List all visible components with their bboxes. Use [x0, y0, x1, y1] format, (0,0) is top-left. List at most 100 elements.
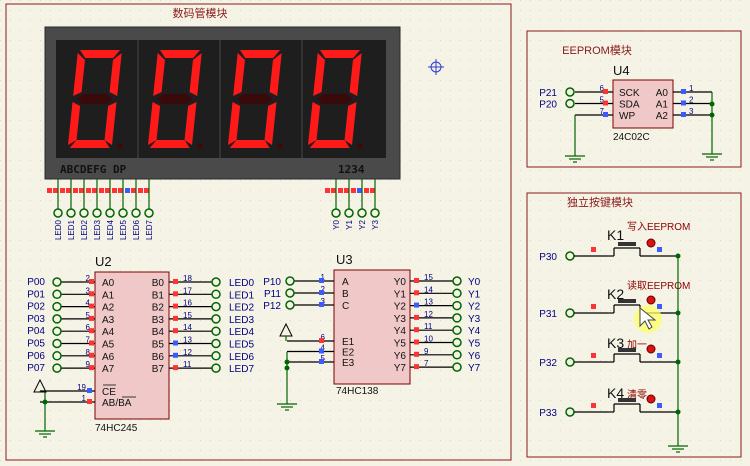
u3-pin-name: Y1 [394, 289, 407, 300]
u4-net: P20 [539, 100, 557, 111]
terminal [52, 338, 62, 349]
segment-f [73, 53, 85, 96]
pin-state [603, 112, 608, 117]
pin-state [125, 188, 130, 193]
key-net-label: P33 [539, 408, 557, 419]
pin-state [89, 279, 94, 284]
pin-state [319, 348, 324, 354]
u2-output-net: LED5 [229, 340, 254, 351]
pin-state [173, 365, 178, 371]
segment-d [69, 140, 110, 148]
pin-state [319, 338, 324, 343]
u2-pin-name: A0 [102, 278, 115, 289]
pin-state [138, 188, 143, 193]
pin-state [53, 188, 58, 193]
terminal [370, 208, 380, 218]
pin-state [319, 302, 324, 307]
key-plunger [618, 299, 636, 303]
segment-g [76, 94, 113, 104]
u2-pin-num: 5 [86, 311, 91, 320]
u2-pin-num: 9 [86, 360, 91, 369]
terminal [565, 87, 575, 97]
terminal [211, 301, 221, 312]
u3-output-net: Y7 [468, 363, 481, 374]
seg-led-label: LED0 [54, 219, 63, 240]
u2-input-net: P03 [27, 314, 45, 325]
pin-state [73, 188, 78, 193]
key-plunger [618, 348, 636, 352]
digit-2 [148, 50, 203, 149]
u2-pin-name: AB/BA [102, 398, 132, 409]
digit-group [68, 40, 363, 158]
junction [42, 399, 48, 405]
u2-pin-name: A5 [102, 340, 115, 351]
mouse-cursor-icon [634, 305, 662, 333]
segment-e [308, 102, 321, 145]
segment-d [149, 140, 190, 148]
segment-a [80, 50, 120, 58]
terminal [144, 208, 154, 218]
pin-state [591, 247, 596, 252]
segment-b [269, 53, 282, 96]
u2-pin-num: 7 [86, 336, 91, 345]
u2-output-net: LED1 [229, 290, 254, 301]
pin-state [657, 247, 662, 252]
pin-state [331, 188, 336, 193]
u3-pin-name: Y2 [394, 302, 407, 313]
u4-pin-num: 6 [600, 84, 605, 93]
u2-pin-num: 12 [183, 348, 192, 357]
pin-state [591, 304, 596, 309]
u3-body [333, 269, 411, 385]
u2-pin-name: B2 [152, 303, 165, 314]
key-net-label: P32 [539, 358, 557, 369]
pin-state [118, 188, 123, 193]
terminal [452, 337, 462, 348]
key-indicator-icon [646, 295, 656, 305]
u3-output-net: Y3 [468, 314, 481, 325]
seg-led-label: LED5 [119, 219, 128, 240]
digit-1 [68, 50, 123, 149]
u3-pin-num: 15 [424, 273, 433, 282]
pin-state [591, 353, 596, 358]
u2-output-net: LED0 [229, 278, 254, 289]
pin-state [112, 188, 117, 193]
key-label: 清零 [627, 388, 647, 401]
pin-state [173, 279, 178, 284]
ground-icon [277, 396, 297, 411]
terminal [344, 208, 354, 218]
pin-state [131, 188, 136, 193]
key-label: 读取EEPROM [627, 279, 690, 292]
key-ref: K2 [607, 286, 624, 302]
key-plunger [618, 398, 636, 402]
key-module-title: 独立按键模块 [567, 195, 633, 209]
u3-pin-name: E1 [342, 337, 355, 348]
segment-f [313, 53, 325, 96]
u2-pin-name: A7 [102, 364, 115, 375]
pin-state [344, 188, 349, 193]
terminal [92, 208, 102, 218]
segment-a [320, 50, 360, 58]
pin-state [414, 290, 419, 296]
segment-e [148, 102, 161, 145]
u3-pin-name: C [342, 301, 349, 312]
terminal [357, 208, 367, 218]
u3-pin-num: 14 [424, 285, 433, 294]
u4-ref: U4 [613, 63, 630, 78]
pin-state [414, 351, 419, 357]
key-plunger [618, 242, 636, 246]
pin-state [603, 100, 608, 106]
terminal [53, 208, 63, 218]
pin-state [414, 327, 419, 333]
pin-state [338, 188, 343, 193]
u2-input-net: P07 [27, 363, 45, 374]
u2-pin-num: 19 [77, 383, 86, 392]
key-label: 写入EEPROM [627, 221, 690, 233]
u3-pin-num: 1 [321, 273, 326, 282]
pin-state [351, 188, 356, 193]
